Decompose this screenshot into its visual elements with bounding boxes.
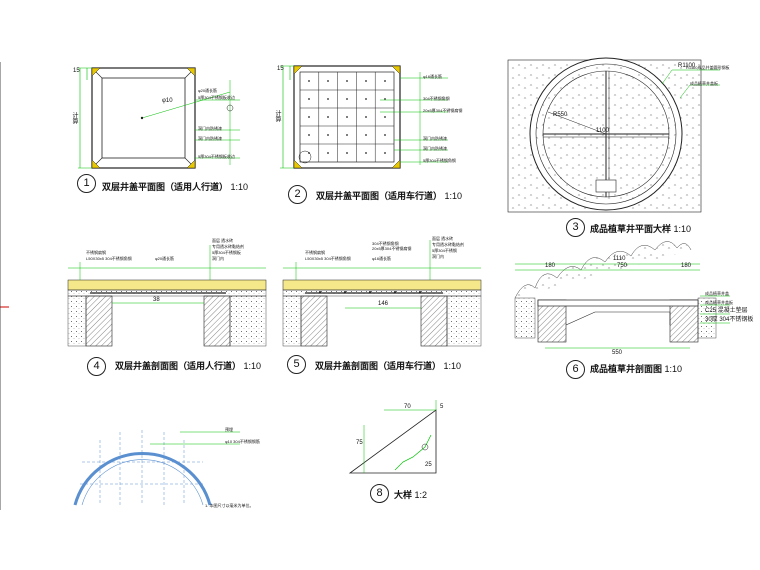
dim-v1-side: 计算 xyxy=(71,112,77,124)
view-title-6: 成品植草井剖面图 1:10 xyxy=(590,364,683,374)
dim-v8-small: 25 xyxy=(425,462,432,468)
view-title-4: 双层井盖剖面图（适用人行道） 1:10 xyxy=(115,361,262,371)
view-3-grass-well-plan xyxy=(507,57,720,213)
view-7-grate-partial xyxy=(73,430,240,506)
view-number-1: 1 xyxy=(77,174,96,193)
dim-v8-right: 5 xyxy=(440,404,444,410)
dim-v2-side: 计算 xyxy=(274,110,280,122)
dim-v4-center: 38 xyxy=(153,297,160,303)
view-title-3: 成品植草井平面大样 1:10 xyxy=(590,224,692,234)
dim-v5-center: 146 xyxy=(378,301,389,307)
note-v1-0: φ20通长筋 xyxy=(198,88,218,93)
note-v4-right-1: 专用透水砖黏结剂 xyxy=(212,244,244,249)
note-v5-right-3: 专用透水砖黏结剂 xyxy=(432,242,464,247)
note-v1-4: 洞门内防锈漆 xyxy=(198,136,222,141)
view-number-2: 2 xyxy=(288,185,307,204)
note-v6-3: 30厚 304不锈钢板 xyxy=(705,317,754,323)
note-v6-2: C25 混凝土垫层 xyxy=(705,308,748,314)
note-v5-right-4: 5厚304不锈钢 xyxy=(432,248,457,253)
note-v7-foot: 1. 本图尺寸以毫米为单位。 xyxy=(205,503,254,508)
note-v2-4: 洞门内防锈漆 xyxy=(423,136,447,141)
note-v2-7: 5厚304不锈钢角钢 xyxy=(423,158,456,163)
note-v4-right-2: 5厚304不锈钢板 xyxy=(212,250,241,255)
note-v2-5: 洞门内防锈漆 xyxy=(423,146,447,151)
note-v7-0: 预埋 xyxy=(225,427,233,432)
dim-v6-a: 180 xyxy=(545,263,556,269)
view-number-3: 3 xyxy=(566,218,585,237)
view-number-5: 5 xyxy=(287,355,306,374)
view-title-1: 双层井盖平面图（适用人行道） 1:10 xyxy=(102,182,249,192)
view-title-8: 大样 1:2 xyxy=(394,490,428,500)
view-1-plan-pedestrian xyxy=(78,67,240,169)
note-v5-left-2: φ16通长筋 xyxy=(372,256,392,261)
note-v1-3: 洞门内防锈漆 xyxy=(198,126,222,131)
view-4-section-pedestrian xyxy=(67,245,267,347)
dim-v2-top: 15 xyxy=(277,66,284,72)
note-v5-left-1: L50X30x5 304不锈钢角钢 xyxy=(305,256,351,261)
view-8-detail xyxy=(348,400,437,474)
note-v3-0: R1100成品井盖圆形钢板 xyxy=(686,65,730,70)
view-number-6: 6 xyxy=(566,360,585,379)
note-v4-left-1: L50X30x5 304不锈钢角钢 xyxy=(86,256,132,261)
note-v5-left-0: 不锈钢扁钢 xyxy=(305,250,325,255)
note-v4-left-0: 不锈钢扁钢 xyxy=(86,250,106,255)
view-6-grass-well-section xyxy=(514,241,730,349)
view-number-4: 4 xyxy=(87,357,106,376)
note-v2-2: 20x5厚304不锈钢扁钢 xyxy=(423,108,463,113)
note-v4-right-0: 面层 透水砖 xyxy=(212,238,234,243)
note-v7-1: φ10 304不锈钢钢筋 xyxy=(225,439,260,444)
dim-v3-r: R550 xyxy=(553,112,568,118)
dim-v3-w: 1100 xyxy=(596,128,609,134)
view-title-5: 双层井盖剖面图（适用车行道） 1:10 xyxy=(315,361,462,371)
note-v1-6: 5厚304不锈钢板收边 xyxy=(198,154,235,159)
note-v4-right-3: 洞门内 xyxy=(212,256,224,261)
view-5-section-vehicle xyxy=(282,240,482,347)
dim-v8-top: 70 xyxy=(404,404,411,410)
note-v5-right-5: 洞门内 xyxy=(432,254,444,259)
dim-v1-top: 15 xyxy=(73,68,80,74)
note-v1-1: 5厚304不锈钢板收边 xyxy=(198,95,235,100)
note-v6-1: 成品植草井盖板 xyxy=(705,300,733,305)
dim-v1-diam: φ10 xyxy=(162,98,173,104)
dim-v6-c: 180 xyxy=(681,263,692,269)
dim-v8-side: 75 xyxy=(356,440,363,446)
note-v3-1: 成品植草井盖板 xyxy=(690,81,718,86)
note-v5-right-2: 20x5厚304不锈钢扁钢 xyxy=(372,246,412,251)
view-title-2: 双层井盖平面图（适用车行道） 1:10 xyxy=(316,191,463,201)
dim-v6-b: 750 xyxy=(617,263,628,269)
view-2-plan-vehicle xyxy=(280,65,448,169)
note-v2-0: φ16通长筋 xyxy=(423,74,443,79)
note-v5-right-0: 面层 透水砖 xyxy=(432,236,454,241)
view-number-8: 8 xyxy=(370,484,389,503)
note-v5-right-1: 304不锈钢角钢 xyxy=(372,241,399,246)
note-v6-0: 成品植草井盖 xyxy=(705,291,729,296)
dim-v6-total: 1110 xyxy=(613,256,626,262)
note-v4-left-2: φ20通长筋 xyxy=(155,256,175,261)
note-v2-1: 304不锈钢角钢 xyxy=(423,96,450,101)
dim-v3-dia: R1100 xyxy=(678,63,696,69)
dim-v6-bottom: 550 xyxy=(612,350,623,356)
